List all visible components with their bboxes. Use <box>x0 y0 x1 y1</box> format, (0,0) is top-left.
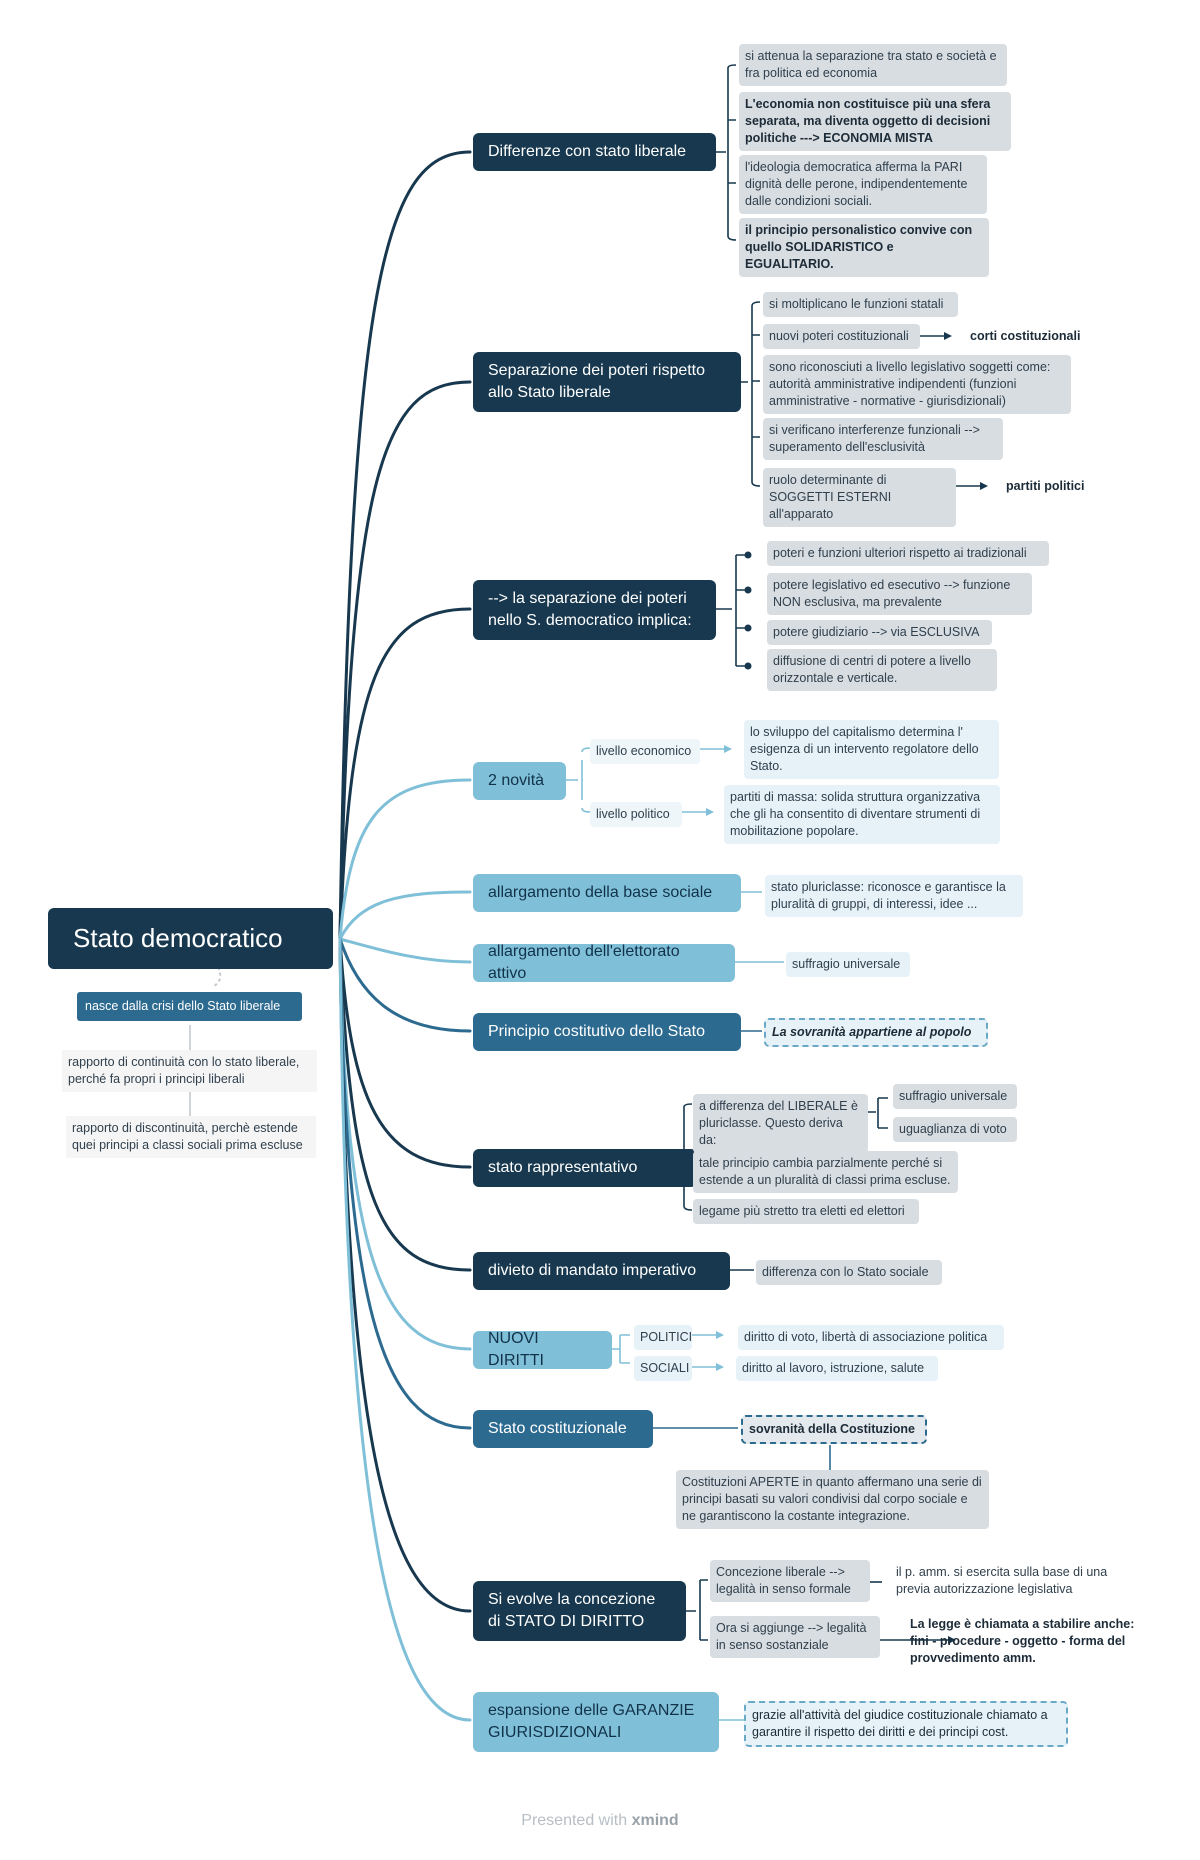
b8-item-2[interactable]: tale principio cambia parzialmente perch… <box>693 1151 958 1193</box>
origin-topic[interactable]: nasce dalla crisi dello Stato liberale <box>77 992 302 1021</box>
b2-item-3[interactable]: sono riconosciuti a livello legislativo … <box>763 355 1071 414</box>
footer-presented-with: Presented with xmind <box>0 1812 1200 1830</box>
b1-item-1[interactable]: si attenua la separazione tra stato e so… <box>739 44 1007 86</box>
branch-label: 2 novità <box>488 772 545 790</box>
b10-sub-sociali[interactable]: SOCIALI <box>634 1356 692 1381</box>
b9-item[interactable]: differenza con lo Stato sociale <box>756 1260 942 1285</box>
origin-note-continuity: rapporto di continuità con lo stato libe… <box>62 1050 317 1092</box>
b8-item-1[interactable]: a differenza del LIBERALE è pluriclasse.… <box>693 1094 868 1153</box>
b12-target-2: La legge è chiamata a stabilire anche: f… <box>910 1617 1135 1665</box>
branch-label: Principio costitutivo dello Stato <box>488 1023 705 1041</box>
footer-prefix: Presented with <box>521 1812 628 1829</box>
branch-stato-di-diritto[interactable]: Si evolve la concezione di STATO DI DIRI… <box>473 1581 686 1641</box>
branch-label: divieto di mandato imperativo <box>488 1262 697 1280</box>
b12-target-1: il p. amm. si esercita sulla base di una… <box>896 1565 1108 1596</box>
branch-label: Differenze con stato liberale <box>488 143 687 161</box>
b1-item-2[interactable]: L'economia non costituisce più una sfera… <box>739 92 1011 151</box>
link-b2 <box>338 380 472 941</box>
b3-item-1[interactable]: poteri e funzioni ulteriori rispetto ai … <box>767 541 1049 566</box>
branch-principio-costitutivo[interactable]: Principio costitutivo dello Stato <box>473 1013 741 1051</box>
b6-item[interactable]: suffragio universale <box>786 952 910 977</box>
branch-label: stato rappresentativo <box>488 1159 638 1177</box>
b2-item-2[interactable]: nuovi poteri costituzionali <box>763 324 920 349</box>
b3-item-2[interactable]: potere legislativo ed esecutivo --> funz… <box>767 573 1032 615</box>
branch-label: NUOVI DIRITTI <box>488 1330 544 1369</box>
b3-item-4[interactable]: diffusione di centri di potere a livello… <box>767 649 997 691</box>
b13-item[interactable]: grazie all'attività del giudice costituz… <box>744 1701 1068 1747</box>
branch-stato-costituzionale[interactable]: Stato costituzionale <box>473 1410 653 1448</box>
b2-item-1[interactable]: si moltiplicano le funzioni statali <box>763 292 958 317</box>
b4-sub-politico[interactable]: livello politico <box>590 802 682 827</box>
b1-item-4[interactable]: il principio personalistico convive con … <box>739 218 989 277</box>
branch-label: allargamento della base sociale <box>488 884 713 902</box>
b11-item[interactable]: sovranità della Costituzione <box>741 1415 927 1444</box>
link-b6 <box>338 937 472 964</box>
b1-item-3[interactable]: l'ideologia democratica afferma la PARI … <box>739 155 987 214</box>
link-b13 <box>338 937 472 1722</box>
origin-label: nasce dalla crisi dello Stato liberale <box>85 999 281 1013</box>
root-title: Stato democratico <box>73 922 283 953</box>
b10-item-2[interactable]: diritto al lavoro, istruzione, salute <box>736 1356 938 1381</box>
b4-item-1[interactable]: lo sviluppo del capitalismo determina l'… <box>744 720 999 779</box>
branch-label: allargamento dell'elettorato attivo <box>488 943 680 982</box>
b5-item[interactable]: stato pluriclasse: riconosce e garantisc… <box>765 875 1023 917</box>
b8-sub-suffragio[interactable]: suffragio universale <box>893 1084 1017 1109</box>
b12-item-1[interactable]: Concezione liberale --> legalità in sens… <box>710 1560 870 1602</box>
branch-nuovi-diritti[interactable]: NUOVI DIRITTI <box>473 1330 612 1369</box>
b3-item-3[interactable]: potere giudiziario --> via ESCLUSIVA <box>767 620 992 645</box>
branch-mandato-imperativo[interactable]: divieto di mandato imperativo <box>473 1252 730 1290</box>
b2-item-5[interactable]: ruolo determinante di SOGGETTI ESTERNI a… <box>763 468 956 527</box>
branch-garanzie[interactable]: espansione delle GARANZIE GIURISDIZIONAL… <box>473 1692 719 1752</box>
b8-item-3[interactable]: legame più stretto tra eletti ed elettor… <box>693 1199 919 1224</box>
b11-detail[interactable]: Costituzioni APERTE in quanto affermano … <box>676 1470 989 1529</box>
branch-elettorato[interactable]: allargamento dell'elettorato attivo <box>473 943 735 982</box>
b10-item-1[interactable]: diritto di voto, libertà di associazione… <box>738 1325 1004 1350</box>
origin-note-discontinuity: rapporto di discontinuità, perchè estend… <box>66 1116 316 1158</box>
branch-label: Stato costituzionale <box>488 1420 627 1438</box>
link-b1 <box>338 150 472 941</box>
b2-target-partiti: partiti politici <box>1006 479 1085 493</box>
b2-item-4[interactable]: si verificano interferenze funzionali --… <box>763 418 1003 460</box>
xmind-logo: xmind <box>631 1812 679 1829</box>
branch-stato-rappresentativo[interactable]: stato rappresentativo <box>473 1149 697 1187</box>
branch-label: Si evolve la concezione di STATO DI DIRI… <box>488 1591 656 1630</box>
b4-item-2[interactable]: partiti di massa: solida struttura organ… <box>724 785 1000 844</box>
link-b12 <box>338 937 472 1613</box>
link-b4 <box>338 778 472 941</box>
branch-separazione-liberale[interactable]: Separazione dei poteri rispetto allo Sta… <box>473 352 741 412</box>
branch-base-sociale[interactable]: allargamento della base sociale <box>473 874 741 912</box>
branch-2-novita[interactable]: 2 novità <box>473 762 566 800</box>
branch-differenze[interactable]: Differenze con stato liberale <box>473 133 716 171</box>
branch-separazione-democratico[interactable]: --> la separazione dei poteri nello S. d… <box>473 580 716 640</box>
link-b5 <box>338 890 472 941</box>
b2-target-corti: corti costituzionali <box>970 329 1081 343</box>
root-topic[interactable]: Stato democratico <box>48 908 333 969</box>
b8-sub-uguaglianza[interactable]: uguaglianza di voto <box>893 1117 1017 1142</box>
branch-label: --> la separazione dei poteri nello S. d… <box>488 590 692 629</box>
b12-item-2[interactable]: Ora si aggiunge --> legalità in senso so… <box>710 1616 880 1658</box>
b7-item[interactable]: La sovranità appartiene al popolo <box>764 1018 988 1047</box>
link-b7 <box>338 937 472 1033</box>
branch-label: espansione delle GARANZIE GIURISDIZIONAL… <box>488 1702 695 1741</box>
link-b9 <box>338 937 472 1272</box>
link-b8 <box>338 937 472 1169</box>
b4-sub-economico[interactable]: livello economico <box>590 739 700 764</box>
link-b3 <box>338 607 472 941</box>
b10-sub-politici[interactable]: POLITICI <box>634 1325 692 1350</box>
branch-label: Separazione dei poteri rispetto allo Sta… <box>488 362 706 401</box>
